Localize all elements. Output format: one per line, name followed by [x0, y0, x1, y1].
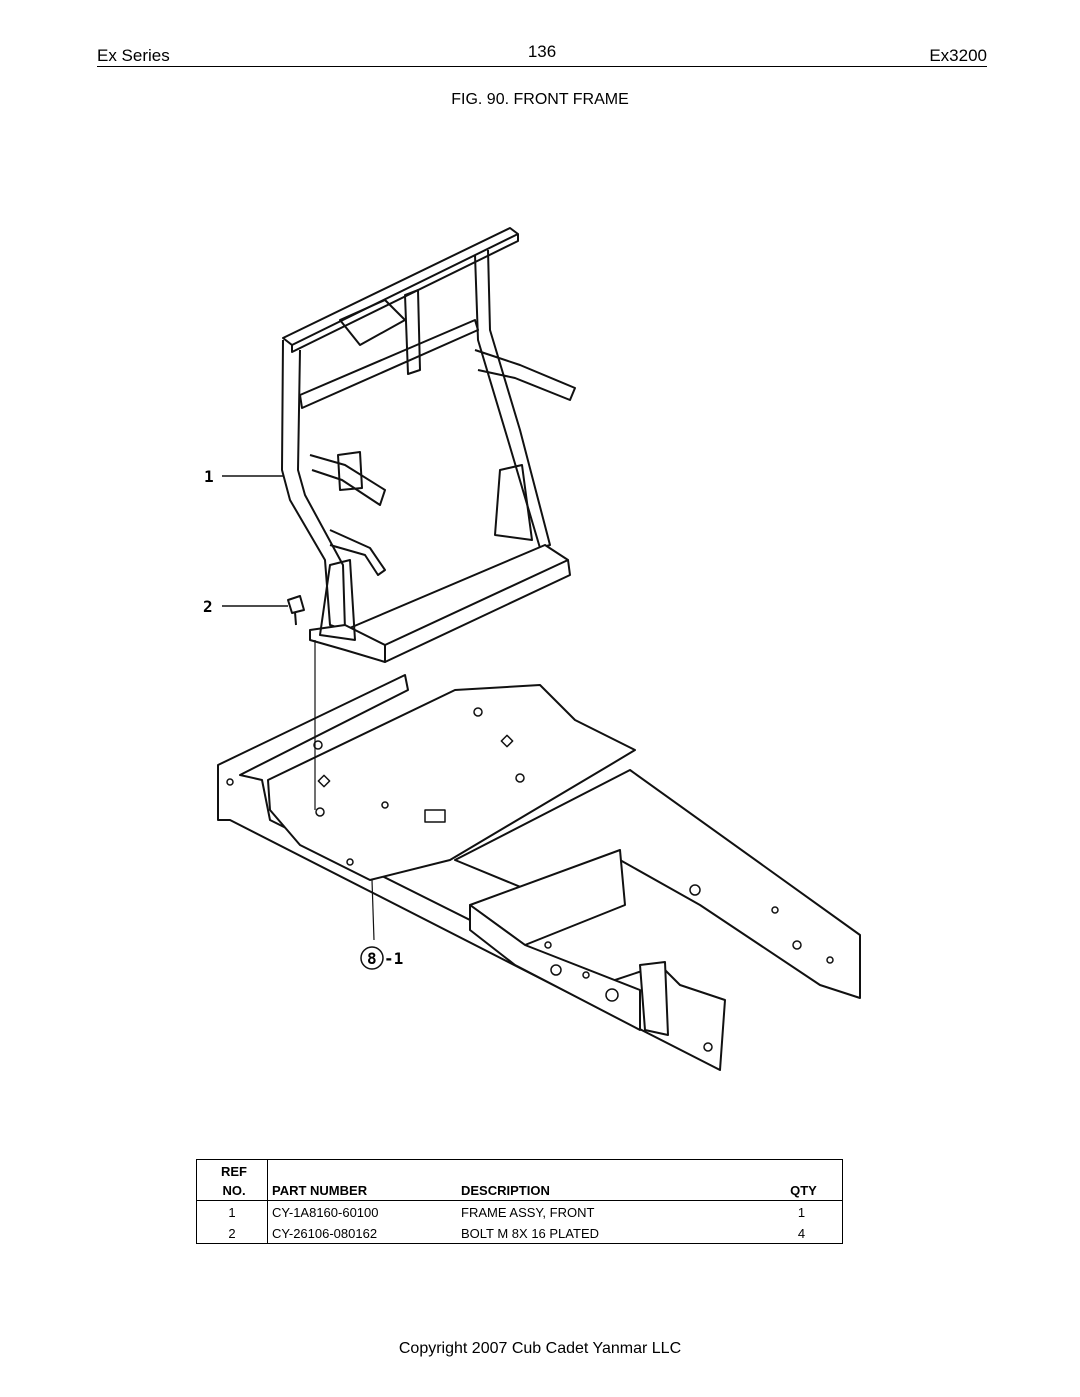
part-number-header: PART NUMBER — [267, 1179, 457, 1201]
ref-header-line1: REF — [196, 1159, 268, 1179]
figure-title: FIG. 90. FRONT FRAME — [451, 91, 629, 108]
front-frame-assembly — [281, 227, 576, 663]
bolt — [287, 595, 305, 626]
copyright-footer: Copyright 2007 Cub Cadet Yanmar LLC — [398, 1340, 682, 1357]
front-frame-drawing: 1 2 8 -1 — [203, 227, 861, 1071]
model-label: Ex3200 — [929, 46, 987, 65]
part-number-cell: CY-1A8160-60100 — [272, 1204, 379, 1220]
ref-header-line2: NO. — [196, 1179, 268, 1201]
callout-2: 2 — [203, 597, 213, 616]
callout-1: 1 — [204, 467, 214, 486]
qty-cell: 4 — [797, 1225, 806, 1241]
ref-cell: 1 — [196, 1200, 268, 1222]
chassis-frame — [217, 640, 861, 1071]
description-cell: BOLT M 8X 16 PLATED — [461, 1225, 599, 1241]
description-cell: FRAME ASSY, FRONT — [461, 1204, 595, 1220]
description-header: DESCRIPTION — [457, 1179, 761, 1201]
callout-8-suffix: -1 — [384, 949, 403, 968]
qty-cell: 1 — [797, 1204, 806, 1220]
mounting-holes — [226, 707, 834, 1052]
page-number: 136 — [527, 42, 557, 61]
qty-header: QTY — [761, 1179, 843, 1201]
parts-table: REF NO. PART NUMBER DESCRIPTION QTY 1 CY… — [196, 1159, 843, 1244]
table-row: 2 CY-26106-080162 BOLT M 8X 16 PLATED 4 — [196, 1222, 843, 1244]
ref-cell: 2 — [196, 1222, 268, 1244]
page-header: Ex Series 136 Ex3200 — [97, 42, 987, 67]
part-number-cell: CY-26106-080162 — [272, 1225, 378, 1241]
table-row: 1 CY-1A8160-60100 FRAME ASSY, FRONT 1 — [196, 1200, 843, 1222]
series-label: Ex Series — [97, 46, 170, 65]
callout-8: 8 — [367, 949, 377, 968]
